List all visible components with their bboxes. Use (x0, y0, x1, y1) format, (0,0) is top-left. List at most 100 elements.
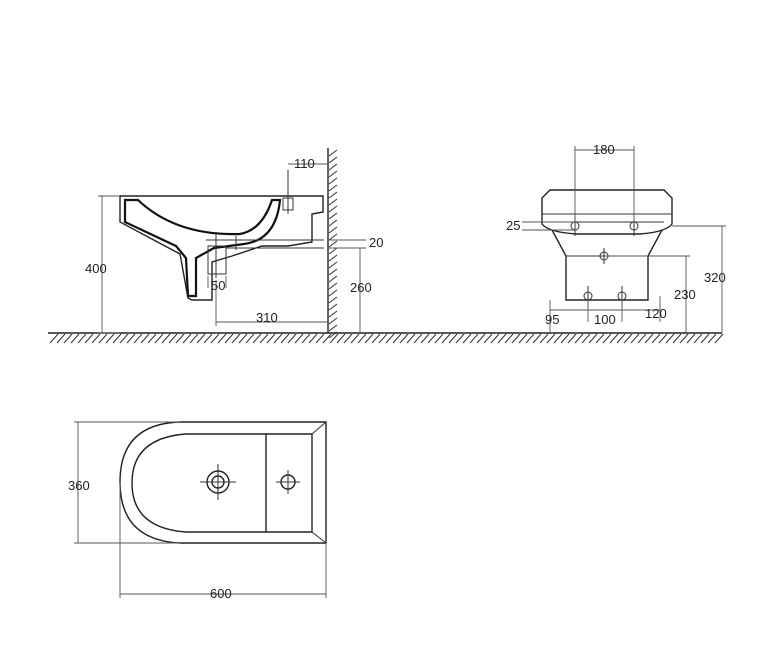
front-view: 180 25 320 230 95 100 120 (506, 142, 726, 333)
floor-hatch-line (630, 333, 640, 344)
floor-hatch-line (203, 333, 213, 344)
wall-hatch-line (328, 184, 338, 192)
floor-hatch-line (623, 333, 633, 344)
wall-hatch-line (328, 254, 338, 262)
plan-bowl (131, 433, 267, 533)
wall-hatch-line (328, 324, 338, 332)
floor-hatch-line (672, 333, 682, 344)
dim-360: 360 (68, 478, 90, 493)
floor-hatch-line (399, 333, 409, 344)
floor-hatch-line (56, 333, 66, 344)
wall-hatch-line (328, 240, 338, 248)
wall-hatch-line (328, 303, 338, 311)
floor-hatch-line (588, 333, 598, 344)
wall (327, 148, 338, 339)
floor-hatch-line (154, 333, 164, 344)
floor-hatch-line (406, 333, 416, 344)
floor-hatch-line (385, 333, 395, 344)
floor-hatch-line (560, 333, 570, 344)
floor-hatch-line (259, 333, 269, 344)
dim-600: 600 (210, 586, 232, 601)
floor-hatch-line (497, 333, 507, 344)
floor-hatch-line (392, 333, 402, 344)
floor-hatch-line (511, 333, 521, 344)
floor-hatch-line (525, 333, 535, 344)
front-rim (541, 189, 673, 235)
dim-320: 320 (704, 270, 726, 285)
floor-hatch-line (301, 333, 311, 344)
floor-hatch-line (364, 333, 374, 344)
floor-hatch-line (210, 333, 220, 344)
wall-hatch-line (328, 170, 338, 178)
floor-hatch-line (651, 333, 661, 344)
front-pedestal (551, 229, 663, 301)
side-bowl-outline (119, 195, 324, 301)
dim-110: 110 (294, 156, 315, 171)
floor-hatch-line (441, 333, 451, 344)
wall-hatch-line (328, 296, 338, 304)
wall-hatch-line (328, 212, 338, 220)
wall-hatch-line (328, 156, 338, 164)
floor-hatch-line (378, 333, 388, 344)
floor-hatch-line (49, 333, 59, 344)
floor-hatch-line (546, 333, 556, 344)
floor-hatch-line (287, 333, 297, 344)
floor (48, 332, 724, 344)
floor-hatch-line (126, 333, 136, 344)
floor-hatch-line (434, 333, 444, 344)
floor-hatch-line (490, 333, 500, 344)
floor-hatch-line (686, 333, 696, 344)
floor-hatch-line (112, 333, 122, 344)
floor-hatch-line (280, 333, 290, 344)
floor-hatch-line (196, 333, 206, 344)
floor-hatch-line (455, 333, 465, 344)
floor-hatch-line (273, 333, 283, 344)
floor-hatch-line (161, 333, 171, 344)
front-bolts-bottom (583, 286, 627, 306)
floor-hatch-line (350, 333, 360, 344)
floor-hatch-line (595, 333, 605, 344)
floor-hatch-line (679, 333, 689, 344)
floor-hatch-line (315, 333, 325, 344)
floor-hatch-line (658, 333, 668, 344)
floor-hatch-line (637, 333, 647, 344)
floor-hatch-line (413, 333, 423, 344)
wall-hatch-line (328, 205, 338, 213)
floor-hatch-line (105, 333, 115, 344)
side-view: 400 50 310 110 20 260 (85, 156, 383, 334)
plan-deck (266, 433, 313, 533)
floor-hatch-line (175, 333, 185, 344)
floor-hatch-line (70, 333, 80, 344)
floor-hatch-line (84, 333, 94, 344)
wall-hatch-line (328, 247, 338, 255)
floor-hatch-line (217, 333, 227, 344)
side-bowl-section (123, 198, 282, 298)
floor-hatch-line (714, 333, 724, 344)
wall-hatch-line (328, 149, 338, 157)
wall-hatch-line (328, 226, 338, 234)
floor-hatch-line (602, 333, 612, 344)
wall-hatch-line (328, 198, 338, 206)
dim-50: 50 (211, 278, 225, 293)
floor-hatch-line (329, 333, 339, 344)
floor-hatch-line (343, 333, 353, 344)
floor-hatch-line (77, 333, 87, 344)
floor-hatch-line (448, 333, 458, 344)
front-bolts-top (570, 216, 639, 236)
floor-hatch-line (693, 333, 703, 344)
floor-hatch-line (245, 333, 255, 344)
floor-hatch-line (427, 333, 437, 344)
wall-hatch-line (328, 191, 338, 199)
floor-hatch-line (574, 333, 584, 344)
floor-hatch-line (133, 333, 143, 344)
plan-view: 360 600 (68, 421, 327, 601)
floor-hatch-line (308, 333, 318, 344)
wall-hatch-line (328, 233, 338, 241)
wall-hatch-line (328, 282, 338, 290)
floor-hatch-line (483, 333, 493, 344)
floor-hatch-line (266, 333, 276, 344)
floor-hatch-line (700, 333, 710, 344)
floor-hatch-line (469, 333, 479, 344)
floor-hatch-line (371, 333, 381, 344)
